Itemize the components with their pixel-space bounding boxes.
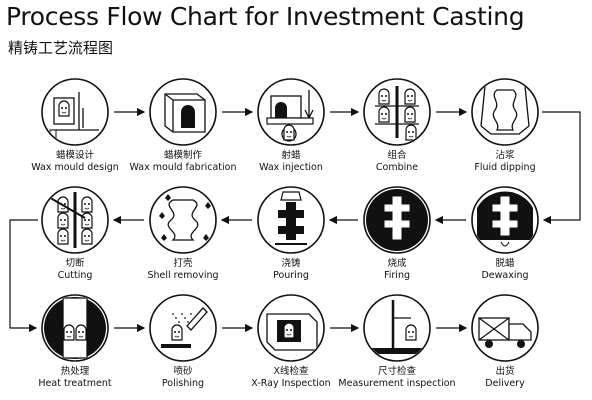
step-label-zh: X线检查 <box>273 366 309 377</box>
measurement-icon <box>363 294 431 362</box>
flow-arrow <box>9 219 38 333</box>
step-label-zh: 沾浆 <box>495 150 515 161</box>
wax-injection-icon <box>257 78 325 146</box>
step-label-zh: 脱蜡 <box>495 258 515 269</box>
wax-fabrication-icon <box>149 78 217 146</box>
step-label-zh: 热处理 <box>60 366 90 377</box>
xray-icon <box>257 294 325 362</box>
step-label-en: Wax injection <box>259 162 323 173</box>
step-label-zh: 浇铸 <box>281 258 301 269</box>
page-title: Process Flow Chart for Investment Castin… <box>6 2 525 31</box>
combine-icon <box>363 78 431 146</box>
step-label-en: Wax mould fabrication <box>129 162 237 173</box>
step-label-zh: 蜡模制作 <box>163 150 202 161</box>
cutting-icon <box>41 186 109 254</box>
fluid-dipping-icon <box>471 78 539 146</box>
step-label-en: Cutting <box>57 270 93 281</box>
step-label-en: Dewaxing <box>481 270 529 281</box>
flow-arrow <box>542 111 581 225</box>
firing-icon <box>363 186 431 254</box>
step-label-en: Shell removing <box>147 270 219 281</box>
step-label-en: Measurement inspection <box>338 378 456 389</box>
step-label-zh: 喷砂 <box>173 366 193 377</box>
step-label-zh: 尺寸检查 <box>377 366 416 377</box>
shell-removing-icon <box>149 186 217 254</box>
heat-treatment-icon <box>41 294 109 362</box>
pouring-icon <box>257 186 325 254</box>
dewaxing-icon <box>471 186 539 254</box>
step-label-en: Combine <box>375 162 419 173</box>
step-label-zh: 切断 <box>65 258 85 269</box>
step-label-en: Fluid dipping <box>474 162 536 173</box>
step-label-zh: 出货 <box>495 366 515 377</box>
step-label-en: Heat treatment <box>38 378 112 389</box>
polishing-icon <box>149 294 217 362</box>
step-label-zh: 打壳 <box>173 258 193 269</box>
step-label-zh: 组合 <box>387 150 407 161</box>
step-label-en: X-Ray Inspection <box>251 378 331 389</box>
step-label-en: Pouring <box>273 270 309 281</box>
step-label-zh: 烧成 <box>387 258 407 269</box>
flow-arrows <box>9 107 581 333</box>
step-label-zh: 射蜡 <box>281 150 301 161</box>
step-label-zh: 蜡模设计 <box>55 150 94 161</box>
page-subtitle: 精铸工艺流程图 <box>8 39 114 57</box>
delivery-icon <box>471 294 539 362</box>
step-label-en: Delivery <box>485 378 525 389</box>
step-icons <box>41 78 539 362</box>
step-label-en: Firing <box>383 270 410 281</box>
wax-design-icon <box>41 78 109 146</box>
step-label-en: Polishing <box>161 378 205 389</box>
step-label-en: Wax mould design <box>31 162 119 173</box>
